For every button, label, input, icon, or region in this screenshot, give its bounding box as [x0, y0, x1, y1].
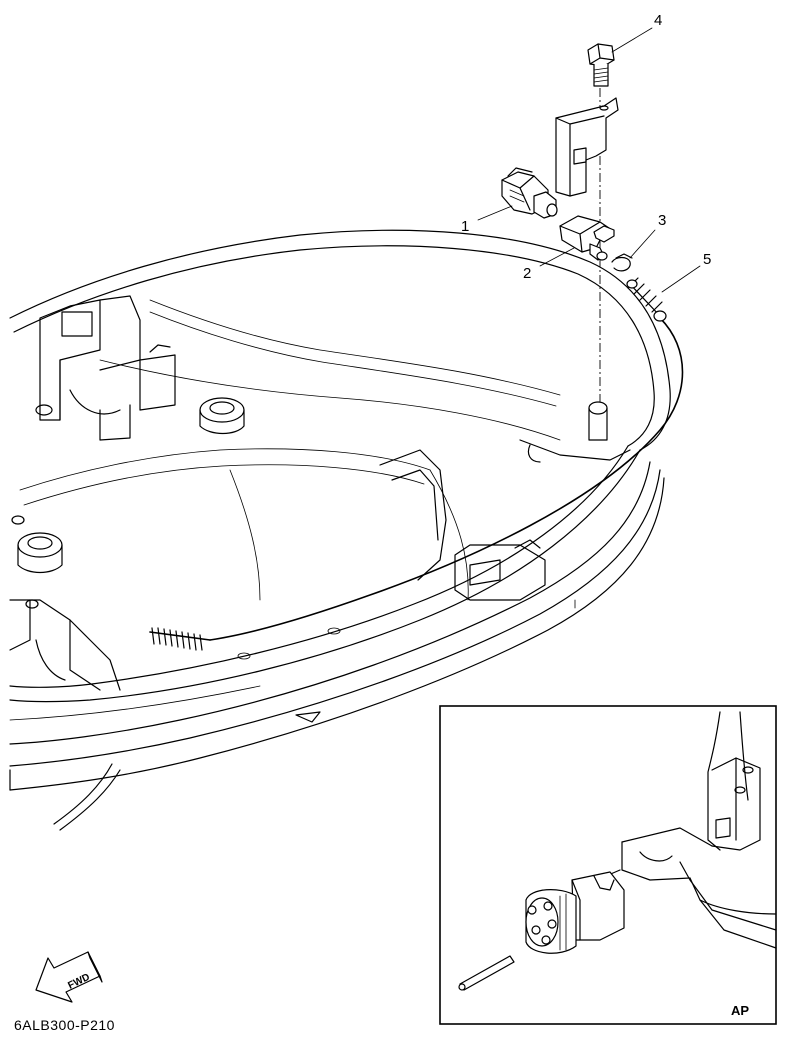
fwd-arrow: FWD	[35, 951, 103, 1003]
clip-3	[611, 253, 633, 272]
callout-2: 2	[523, 265, 531, 282]
callout-3: 3	[658, 212, 666, 229]
cable-spring-upper	[626, 277, 667, 322]
callout-5: 5	[703, 251, 711, 268]
inset-detail: AP	[439, 705, 777, 1025]
cable-spring-lower	[149, 627, 211, 651]
bracket	[555, 97, 619, 197]
connector-1	[501, 167, 558, 219]
mount-boss	[588, 401, 608, 441]
cable-5	[149, 277, 684, 651]
callout-4: 4	[654, 12, 662, 29]
bottom-cowling	[9, 229, 671, 831]
inset-label: AP	[731, 1003, 749, 1018]
diagram-code: 6ALB300-P210	[14, 1017, 115, 1033]
callout-1: 1	[461, 218, 469, 235]
bolt-4	[587, 43, 615, 87]
switch-2	[559, 215, 615, 261]
